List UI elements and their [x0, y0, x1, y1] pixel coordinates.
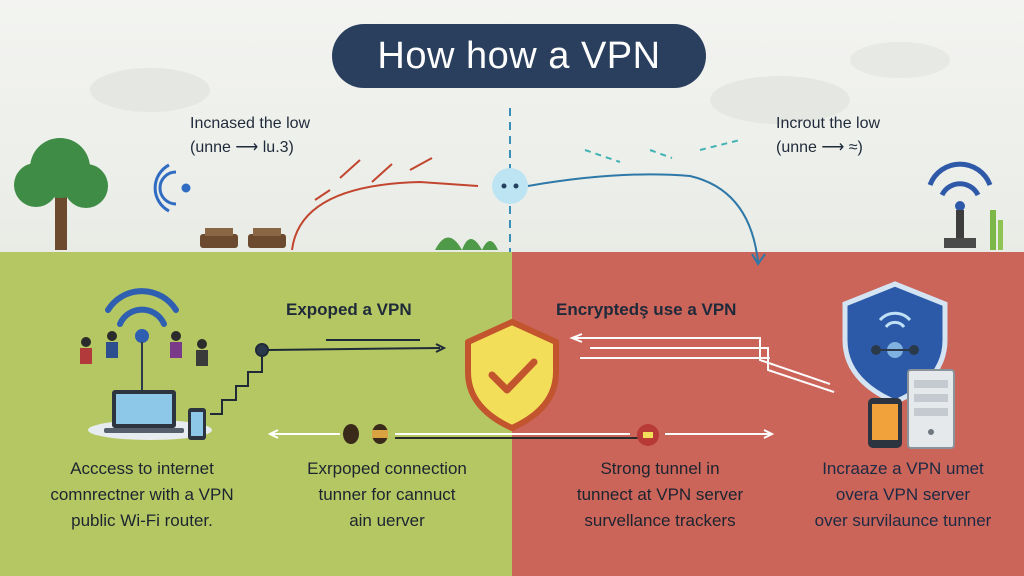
caption-line: Strong tunnel in — [600, 459, 720, 478]
caption-line: survellance trackers — [584, 511, 736, 530]
caption-exposed-connection: Exrpoped connection tunner for cannuct a… — [272, 456, 502, 534]
phone-icon — [188, 408, 206, 440]
caption-line: Exrpoped connection — [307, 459, 467, 478]
people-icon — [80, 331, 208, 366]
exposed-data-lines — [291, 157, 479, 251]
tracker-bug-icon — [343, 424, 388, 444]
encrypted-data-lines — [527, 173, 766, 266]
shield-check-icon — [465, 319, 559, 431]
caption-line: comnrectner with a VPN — [50, 485, 234, 504]
caption-line: public Wi-Fi router. — [71, 511, 213, 530]
sky-right-label-line: Incrout the low — [776, 115, 881, 132]
caption-vpn-server: Incraaze a VPN umet overa VPN server ove… — [788, 456, 1018, 534]
caption-exposed-access: Acccess to internet comnrectner with a V… — [22, 456, 262, 534]
caption-line: tunnect at VPN server — [576, 485, 744, 504]
wifi-signal-icon — [153, 163, 191, 213]
encrypted-heading: Encryptedş use a VPN — [556, 300, 737, 319]
sky-left-label: Incnased the low (unne ⟶ lu.3) — [190, 112, 310, 160]
tunnel-node-icon — [492, 168, 528, 204]
bench-icon — [200, 228, 286, 248]
tree-icon — [14, 138, 108, 250]
plant-icon — [990, 210, 1003, 250]
caption-line: tunner for cannuct — [318, 485, 456, 504]
sky-left-label-line: Incnased the low — [190, 115, 311, 132]
caption-line: ain uerver — [349, 511, 425, 530]
lock-node-icon — [637, 424, 659, 446]
caption-strong-tunnel: Strong tunnel in tunnect at VPN server s… — [540, 456, 780, 534]
exposed-heading: Expoped a VPN — [286, 300, 412, 319]
sky-right-label-line: (unne ⟶ ≈) — [776, 139, 863, 156]
device-phone-icon — [868, 398, 902, 448]
bush-icon — [435, 237, 498, 250]
laptop-icon — [88, 390, 212, 440]
wifi-tower-icon — [927, 161, 993, 248]
page-title: How how a VPN — [332, 24, 706, 88]
caption-line: Incraaze a VPN umet — [822, 459, 984, 478]
server-icon — [907, 369, 955, 449]
exposed-panel — [0, 252, 512, 576]
caption-line: over survilaunce tunner — [814, 511, 992, 530]
sky-right-label: Incrout the low (unne ⟶ ≈) — [776, 112, 880, 160]
caption-line: Acccess to internet — [70, 459, 214, 478]
router-wifi-icon — [105, 288, 179, 343]
sky-left-label-line: (unne ⟶ lu.3) — [190, 139, 294, 156]
caption-line: overa VPN server — [835, 485, 971, 504]
